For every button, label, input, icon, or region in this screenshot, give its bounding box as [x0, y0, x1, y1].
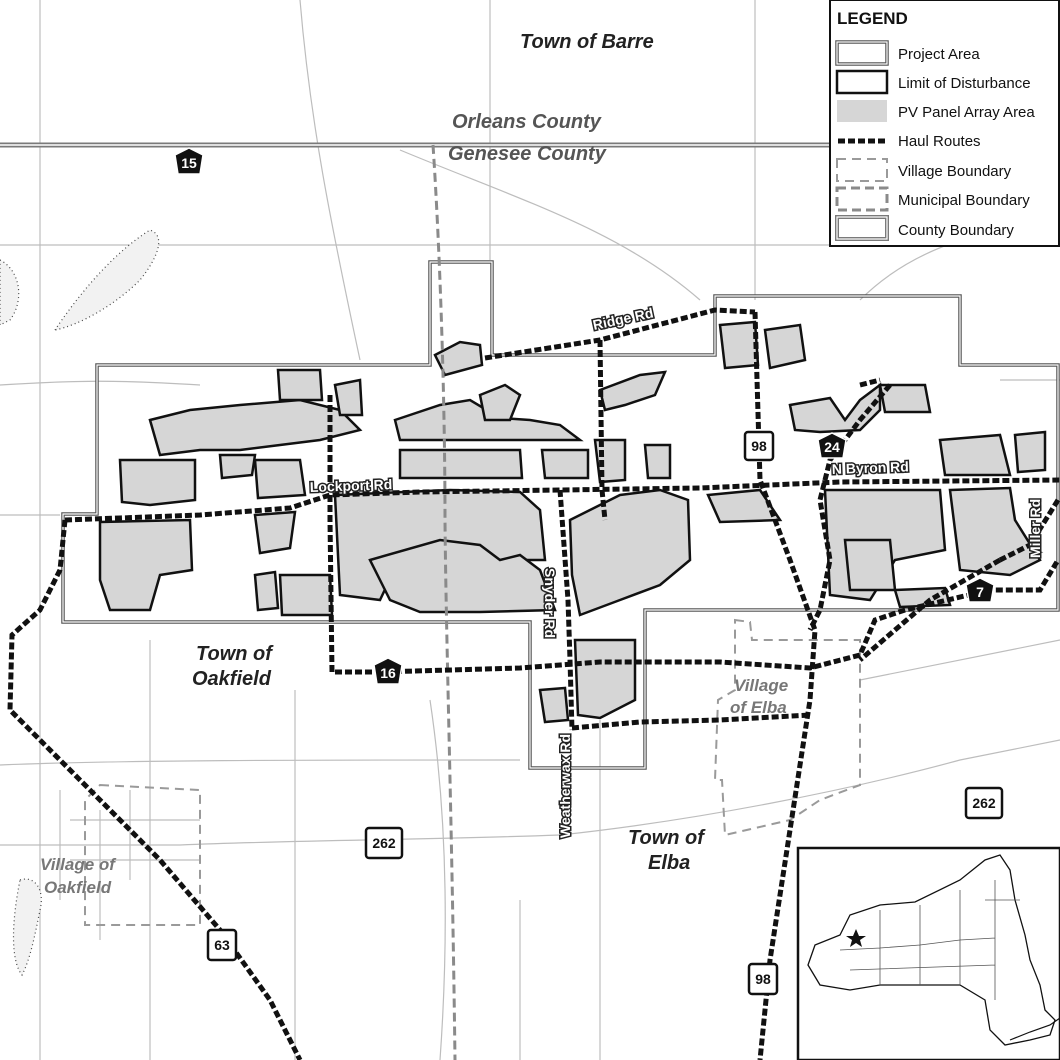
legend-item-limit-of-disturbance: Limit of Disturbance	[835, 69, 1031, 95]
legend-item-municipal-boundary: Municipal Boundary	[835, 186, 1030, 212]
svg-text:262: 262	[972, 795, 996, 811]
route-262-shield-east: 262	[964, 786, 1004, 820]
svg-text:PV Panel Array Area: PV Panel Array Area	[898, 104, 1035, 121]
svg-text:Village Boundary: Village Boundary	[898, 163, 1012, 180]
route-7-shield: 7	[965, 577, 995, 603]
route-16-shield: 16	[373, 657, 403, 685]
snyder-rd-label: Snyder Rd	[542, 568, 558, 638]
orleans-county-label: Orleans County	[452, 111, 602, 133]
legend: LEGEND Project Area Limit of Disturbance…	[829, 0, 1060, 247]
village-elba-label-2: of Elba	[730, 698, 787, 717]
village-boundaries	[84, 618, 861, 926]
svg-text:15: 15	[181, 155, 197, 171]
miller-rd-label: Miller Rd	[1027, 499, 1043, 558]
town-oakfield-label-2: Oakfield	[192, 668, 272, 690]
wetland-features	[0, 229, 160, 977]
inset-locator-map	[796, 846, 1060, 1060]
svg-text:63: 63	[214, 937, 230, 953]
place-labels: Town of Barre Orleans County Genesee Cou…	[40, 31, 788, 897]
svg-text:Project Area: Project Area	[898, 46, 980, 63]
legend-item-haul-routes: Haul Routes	[838, 133, 981, 150]
legend-item-county-boundary: County Boundary	[835, 215, 1014, 241]
n-byron-rd-label: N Byron Rd	[832, 458, 910, 477]
legend-item-pv-panel-array: PV Panel Array Area	[837, 100, 1035, 122]
svg-text:7: 7	[976, 584, 984, 600]
lockport-rd-label: Lockport Rd	[310, 476, 393, 495]
svg-text:Haul Routes: Haul Routes	[898, 133, 981, 150]
pv-panel-arrays	[98, 320, 1047, 724]
route-shields: 15 98 24 16 7 262 262 63	[174, 147, 1004, 996]
svg-text:98: 98	[751, 438, 767, 454]
town-elba-label-1: Town of	[628, 827, 706, 849]
svg-text:24: 24	[824, 439, 840, 455]
project-area-boundary	[61, 260, 1060, 770]
route-98-shield-north: 98	[743, 430, 775, 462]
legend-title: LEGEND	[837, 9, 908, 28]
route-262-shield-west: 262	[364, 826, 404, 860]
svg-text:16: 16	[380, 665, 396, 681]
weatherwax-rd-label: Weatherwax Rd	[557, 734, 573, 838]
town-elba-label-2: Elba	[648, 852, 690, 874]
town-oakfield-label-1: Town of	[196, 643, 274, 665]
legend-item-project-area: Project Area	[835, 40, 980, 66]
route-63-shield: 63	[206, 928, 238, 962]
svg-text:Municipal Boundary: Municipal Boundary	[898, 192, 1030, 209]
route-15-shield: 15	[174, 147, 204, 175]
svg-text:County Boundary: County Boundary	[898, 222, 1014, 239]
town-barre-label: Town of Barre	[520, 31, 654, 53]
route-24-shield: 24	[817, 432, 847, 459]
svg-text:98: 98	[755, 971, 771, 987]
project-location-star-icon	[846, 929, 866, 947]
village-oakfield-label-1: Village of	[40, 855, 117, 874]
genesee-county-label: Genesee County	[448, 143, 607, 165]
road-labels: Ridge Rd Lockport Rd N Byron Rd Snyder R…	[308, 303, 1044, 839]
legend-item-village-boundary: Village Boundary	[836, 158, 1012, 182]
village-elba-label-1: Village	[734, 676, 788, 695]
svg-text:Limit of Disturbance: Limit of Disturbance	[898, 75, 1031, 92]
village-oakfield-label-2: Oakfield	[44, 878, 112, 897]
route-98-shield-south: 98	[747, 962, 779, 996]
svg-text:262: 262	[372, 835, 396, 851]
